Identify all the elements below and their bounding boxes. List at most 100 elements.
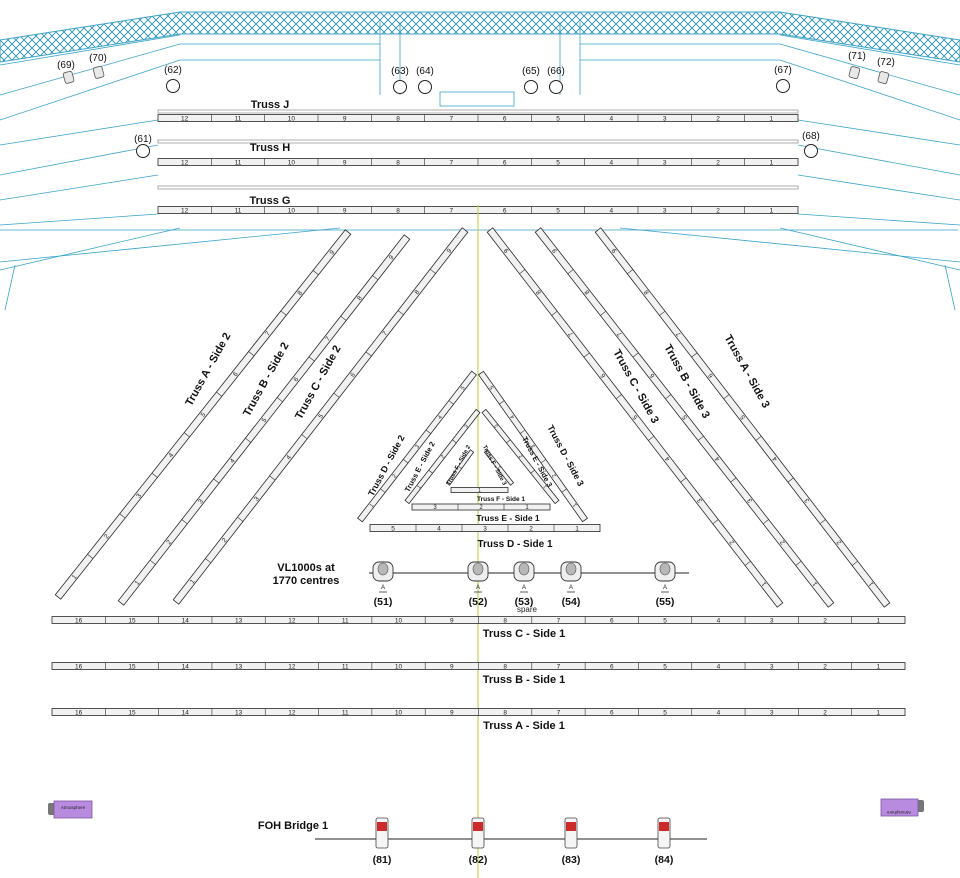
position-67[interactable] bbox=[776, 79, 790, 93]
position-71-label: (71) bbox=[848, 51, 866, 62]
truss-d-side-2-body bbox=[357, 370, 477, 523]
truss-c-side-3-divider bbox=[744, 560, 751, 566]
hazer-right-body bbox=[880, 798, 919, 817]
truss-b-side-3-divider bbox=[665, 394, 672, 400]
truss-a-side-1-segment-label: 10 bbox=[395, 709, 403, 716]
vl1000-fixture-lens bbox=[472, 562, 484, 576]
position-61[interactable] bbox=[136, 144, 150, 158]
truss-c-side-2-segment-label: 7 bbox=[381, 330, 389, 337]
hazer-left[interactable]: Atmosphere bbox=[48, 800, 93, 819]
hazer-right[interactable]: Atmosphere bbox=[880, 798, 924, 817]
truss-a-side-1-segment-label: 2 bbox=[823, 709, 827, 716]
truss-c-side-2-segment-label: 8 bbox=[414, 289, 422, 296]
position-68[interactable] bbox=[804, 144, 818, 158]
position-66-label: (66) bbox=[547, 66, 565, 77]
venue-line bbox=[779, 227, 960, 271]
truss-j-segment-label: 1 bbox=[770, 115, 774, 122]
truss-f-side-2[interactable]: 1 bbox=[445, 449, 475, 486]
truss-a-side-3-divider bbox=[819, 519, 826, 525]
truss-b-side-3-segment-label: 3 bbox=[746, 496, 754, 503]
position-64[interactable] bbox=[418, 80, 432, 94]
truss-b-side-3-segment-label: 5 bbox=[681, 413, 689, 420]
foh-fixture[interactable]: (84) bbox=[655, 817, 674, 866]
truss-a-side-1-segment-label: 8 bbox=[503, 709, 507, 716]
truss-c-side-3-divider bbox=[519, 269, 526, 275]
truss-b-side-3-segment-label: 7 bbox=[616, 330, 624, 337]
truss-e-side-2[interactable]: 123 bbox=[404, 408, 481, 505]
truss-a-side-3-segment-label: 3 bbox=[803, 496, 811, 503]
foh-bridge: FOH Bridge 1 (81)(82)(83)(84) bbox=[258, 817, 707, 866]
position-68-label: (68) bbox=[802, 131, 820, 142]
truss-h-segment-label: 6 bbox=[503, 159, 507, 166]
foh-unit-label: (84) bbox=[655, 854, 674, 866]
foh-fixture[interactable]: (83) bbox=[562, 817, 581, 866]
truss-a-side-2-divider bbox=[87, 554, 94, 559]
truss-d-side-1-segment-label: 3 bbox=[483, 525, 487, 532]
truss-b-side-3-divider bbox=[697, 435, 704, 441]
truss-a-side-1-segment-label: 1 bbox=[877, 709, 881, 716]
position-71[interactable] bbox=[848, 66, 861, 80]
truss-f-side-1[interactable]: 1 bbox=[450, 487, 509, 494]
position-62[interactable] bbox=[166, 79, 180, 93]
vl1000-unit-label: (55) bbox=[656, 596, 675, 608]
foh-fixture-tag bbox=[377, 822, 387, 831]
truss-c-side-1-segment-label: 10 bbox=[395, 617, 403, 624]
truss-e-side-2-segment-label: 2 bbox=[440, 454, 447, 460]
vl1000-fixture[interactable]: A(55) bbox=[654, 561, 676, 608]
truss-a-side-1-segment-label: 4 bbox=[717, 709, 721, 716]
truss-e-side-3-segment-label: 1 bbox=[542, 483, 549, 489]
vl1000-fixture-lens bbox=[565, 562, 577, 576]
truss-h-segment-label: 12 bbox=[181, 159, 189, 166]
vl1000-lamp-letter: A bbox=[569, 585, 573, 591]
position-65[interactable] bbox=[524, 80, 538, 94]
venue-line bbox=[0, 59, 181, 121]
truss-j-segment-label: 4 bbox=[610, 115, 614, 122]
truss-a-side-1-segment-label: 14 bbox=[182, 709, 190, 716]
position-66[interactable] bbox=[549, 80, 563, 94]
truss-d-side-1-segment-label: 5 bbox=[391, 525, 395, 532]
truss-a-side-2-segment-label: 7 bbox=[264, 330, 272, 337]
truss-b-side-2-segment-label: 4 bbox=[229, 457, 237, 464]
position-72[interactable] bbox=[877, 71, 890, 85]
truss-a-side-1-segment-label: 16 bbox=[75, 709, 83, 716]
vl1000-fixture[interactable]: A(53) bbox=[513, 561, 535, 608]
truss-c-side-1-segment-label: 14 bbox=[182, 617, 190, 624]
position-70[interactable] bbox=[92, 65, 105, 79]
vl1000-fixture[interactable]: A(52) bbox=[467, 561, 489, 608]
venue-lines bbox=[0, 22, 960, 311]
vl1000-fixture[interactable]: A(51) bbox=[372, 561, 394, 608]
truss-b-side-3-segment-label: 9 bbox=[551, 246, 559, 253]
truss-b-side-2-segment-label: 6 bbox=[293, 376, 301, 383]
position-69[interactable] bbox=[62, 70, 75, 84]
vl1000-fixture[interactable]: A(54) bbox=[560, 561, 582, 608]
foh-fixture[interactable]: (81) bbox=[373, 817, 392, 866]
truss-b-side-1-segment-label: 15 bbox=[128, 663, 136, 670]
position-63-label: (63) bbox=[391, 66, 409, 77]
truss-b-side-1-segment-label: 5 bbox=[663, 663, 667, 670]
venue-line bbox=[797, 119, 960, 146]
position-63[interactable] bbox=[393, 80, 407, 94]
truss-e-side-3[interactable]: 123 bbox=[481, 408, 560, 505]
truss-f-side-3[interactable]: 1 bbox=[483, 449, 515, 486]
foh-fixture[interactable]: (82) bbox=[469, 817, 488, 866]
truss-c-side-1-segment-label: 4 bbox=[717, 617, 721, 624]
truss-b-side-1-segment-label: 7 bbox=[557, 663, 561, 670]
truss-b-side-1-segment-label: 8 bbox=[503, 663, 507, 670]
truss-a-side-2-divider bbox=[312, 270, 319, 275]
